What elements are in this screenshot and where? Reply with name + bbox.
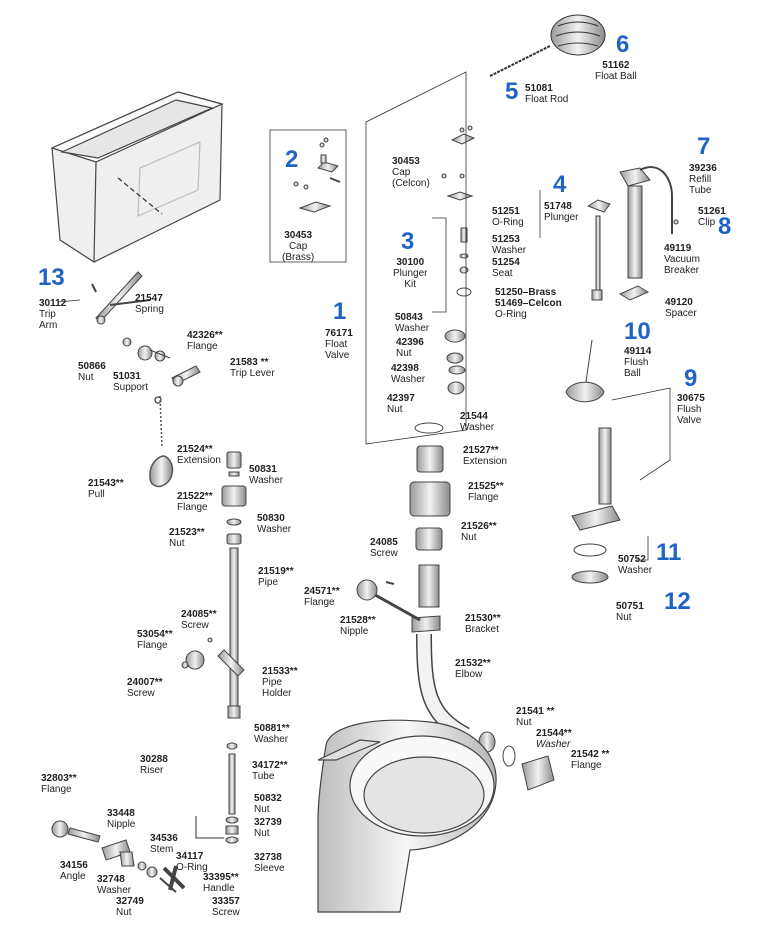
pull-chain (149, 395, 174, 488)
label-32803: 32803**Flange (41, 773, 77, 795)
label-21544-washer-2: 21544**Washer (536, 728, 572, 750)
flush-ball (565, 339, 605, 403)
label-21519: 21519**Pipe (258, 566, 294, 588)
label-24085-screw-2: 24085**Screw (181, 609, 217, 631)
label-21524: 21524**Extension (177, 444, 221, 466)
float-valve-parts (356, 125, 476, 633)
callout-6: 6 (616, 31, 630, 58)
callout-5: 5 (505, 78, 519, 105)
label-21528: 21528**Nipple (340, 615, 376, 637)
vacuum-breaker (618, 166, 679, 301)
callout-4: 4 (553, 171, 567, 198)
cap-brass-drawing (293, 137, 341, 213)
callout-2: 2 (285, 146, 299, 173)
label-50881: 50881**Washer (254, 723, 290, 745)
callout-12: 12 (664, 588, 691, 615)
tank (50, 91, 224, 263)
label-21541: 21541 **Nut (516, 706, 555, 728)
callout-8: 8 (718, 213, 732, 240)
callout-1: 1 (333, 298, 347, 325)
riser-pipe (181, 451, 247, 844)
callout-13: 13 (38, 264, 65, 291)
label-21527: 21527**Extension (463, 445, 507, 467)
label-34172: 34172**Tube (252, 760, 288, 782)
float-ball (550, 14, 606, 56)
label-42326: 42326**Flange (187, 330, 223, 352)
callout-10: 10 (624, 318, 651, 345)
callout-3: 3 (401, 228, 415, 255)
callout-9: 9 (684, 365, 698, 392)
label-24571: 24571**Flange (304, 586, 340, 608)
label-53054: 53054**Flange (137, 629, 173, 651)
trip-lever-parts (91, 271, 201, 387)
riser-bracket (195, 816, 224, 839)
label-21542: 21542 **Flange (571, 749, 610, 771)
label-21583: 21583 **Trip Lever (230, 357, 275, 379)
label-21525: 21525**Flange (468, 481, 504, 503)
label-21533: 21533**Pipe Holder (262, 666, 298, 699)
float-rod-line (489, 45, 551, 77)
flush-valve (571, 427, 621, 584)
callout-11: 11 (656, 539, 682, 566)
label-33395: 33395**Handle (203, 872, 239, 894)
toilet-bowl (317, 719, 497, 913)
label-21526: 21526**Nut (461, 521, 497, 543)
label-24007: 24007**Screw (127, 677, 163, 699)
label-51250: 51250–Brass (495, 287, 557, 298)
leader-lines (57, 71, 671, 561)
label-21543: 21543**Pull (88, 478, 124, 500)
callout-7: 7 (697, 133, 711, 160)
plunger (586, 199, 611, 301)
label-21530: 21530**Bracket (465, 613, 501, 635)
label-21522: 21522**Flange (177, 491, 213, 513)
label-21532: 21532**Elbow (455, 658, 491, 680)
label-21523: 21523**Nut (169, 527, 205, 549)
angle-stop (51, 820, 186, 893)
